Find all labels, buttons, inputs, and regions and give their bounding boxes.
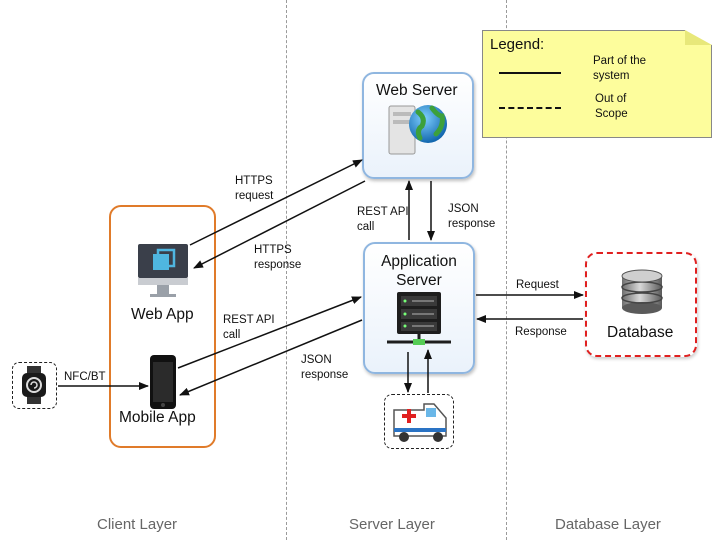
database-label: Database [607,324,674,341]
mobile-rest-api-arrow [177,296,362,369]
legend-solid-line [499,72,561,74]
web-server-globe-icon [388,105,447,155]
application-server-label: Application Server [381,253,457,289]
legend-dashed-line [499,107,561,109]
json-mid-label: JSON response [301,354,349,381]
monitor-icon [138,244,188,297]
divider-client-server [286,0,287,540]
https-request-label: HTTPS request [235,175,274,202]
legend-box: Legend: Part of the system Out of Scope [482,30,712,138]
legend-title: Legend: [490,36,545,53]
web-server-label: Web Server [376,82,458,99]
database-layer-label: Database Layer [555,516,661,533]
mobile-app-label: Mobile App [119,409,196,426]
https-response-arrow [193,180,366,269]
divider-server-database [506,0,507,540]
smartphone-icon [150,355,176,409]
smartwatch-icon [22,366,46,404]
legend-solid-label: Part of the system [593,55,647,82]
rest-api-top-label: REST API call [357,206,409,233]
server-layer-label: Server Layer [349,516,435,533]
response-label: Response [515,326,567,338]
web-app-label: Web App [131,306,194,323]
server-rack-icon [387,292,451,345]
https-request-arrow [189,159,363,246]
client-apps-group [109,205,216,448]
legend-dashed-label: Out of Scope [595,93,628,120]
ambulance-icon [393,403,447,442]
json-top-label: JSON response [448,203,496,230]
mobile-json-response-arrow [179,319,363,396]
rest-api-mid-label: REST API call [223,314,275,341]
https-response-label: HTTPS response [254,244,302,271]
nfc-bt-label: NFC/BT [64,371,106,383]
database-cylinder-icon [621,269,663,314]
client-layer-label: Client Layer [97,516,178,533]
request-label: Request [516,279,559,291]
